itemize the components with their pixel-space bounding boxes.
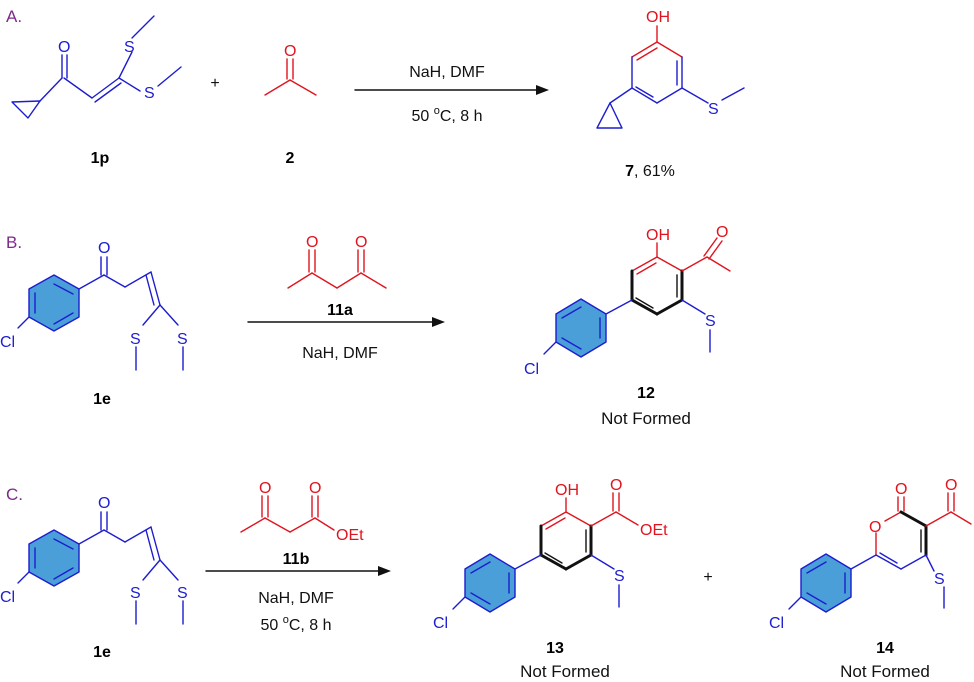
compound-1e-structure: Cl O S S: [0, 240, 188, 371]
compound-7-label: 7, 61%: [625, 163, 675, 180]
atom-s: S: [177, 331, 188, 348]
conditions-a-line1: NaH, DMF: [409, 64, 485, 81]
compound-12-status: Not Formed: [601, 409, 691, 428]
atom-s: S: [144, 85, 155, 102]
atom-o: O: [610, 477, 622, 494]
plus-sign: +: [703, 569, 712, 586]
atom-s: S: [130, 585, 141, 602]
compound-id-1e: 1e: [93, 644, 111, 661]
section-c: C. Cl O S S 1e: [0, 477, 972, 681]
compound-13-structure: OH O OEt S Cl: [433, 477, 668, 632]
atom-o: O: [58, 39, 70, 56]
compound-12-structure: OH O S Cl: [524, 224, 731, 378]
atom-cl: Cl: [433, 615, 448, 632]
atom-cl: Cl: [769, 615, 784, 632]
atom-oet: OEt: [336, 527, 364, 544]
atom-o: O: [945, 477, 957, 494]
compound-1p-structure: O S S: [11, 15, 182, 119]
compound-2-structure: O: [264, 43, 317, 96]
conditions-c-line1: NaH, DMF: [258, 590, 334, 607]
compound-14-structure: O O O S Cl: [769, 477, 972, 632]
section-a-label: A.: [6, 7, 22, 26]
compound-13-status: Not Formed: [520, 662, 610, 681]
compound-11b-structure: O O OEt: [240, 480, 364, 544]
conditions-c-line2: 50 oC, 8 h: [260, 614, 331, 634]
atom-s: S: [177, 585, 188, 602]
atom-s: S: [124, 39, 135, 56]
atom-o: O: [869, 519, 881, 536]
atom-s: S: [614, 568, 625, 585]
reaction-arrow-c: [205, 566, 391, 576]
compound-7-structure: OH S: [596, 9, 745, 129]
atom-o: O: [716, 224, 728, 241]
atom-oh: OH: [646, 227, 670, 244]
atom-oh: OH: [646, 9, 670, 26]
atom-cl: Cl: [524, 361, 539, 378]
plus-sign: +: [210, 75, 219, 92]
section-b: B. Cl O S S 1e: [0, 224, 731, 428]
conditions-b-line1: NaH, DMF: [302, 345, 378, 362]
atom-s: S: [934, 571, 945, 588]
reaction-arrow-a: [354, 85, 549, 95]
compound-11a-structure: O O: [287, 234, 387, 289]
compound-id-1e: 1e: [93, 391, 111, 408]
compound-id-1p: 1p: [91, 150, 110, 167]
compound-id-13: 13: [546, 640, 564, 657]
atom-o: O: [98, 240, 110, 257]
atom-s: S: [130, 331, 141, 348]
section-c-label: C.: [6, 485, 23, 504]
atom-o: O: [309, 480, 321, 497]
atom-o: O: [355, 234, 367, 251]
atom-o: O: [259, 480, 271, 497]
conditions-a-line2: 50 oC, 8 h: [411, 105, 482, 125]
atom-s: S: [705, 313, 716, 330]
atom-s: S: [708, 101, 719, 118]
compound-1e-structure: Cl O S S: [0, 495, 188, 625]
atom-oh: OH: [555, 482, 579, 499]
compound-id-11a: 11a: [327, 302, 353, 319]
reaction-arrow-b: [247, 317, 445, 327]
atom-o: O: [306, 234, 318, 251]
section-a: A. O S S 1p + O 2: [6, 7, 745, 180]
compound-14-status: Not Formed: [840, 662, 930, 681]
atom-o: O: [98, 495, 110, 512]
compound-id-12: 12: [637, 385, 655, 402]
atom-cl: Cl: [0, 589, 15, 606]
atom-o: O: [895, 481, 907, 498]
section-b-label: B.: [6, 233, 22, 252]
compound-id-14: 14: [876, 640, 894, 657]
atom-o: O: [284, 43, 296, 60]
atom-oet: OEt: [640, 522, 668, 539]
compound-id-11b: 11b: [283, 551, 310, 568]
atom-cl: Cl: [0, 334, 15, 351]
compound-id-2: 2: [286, 150, 295, 167]
